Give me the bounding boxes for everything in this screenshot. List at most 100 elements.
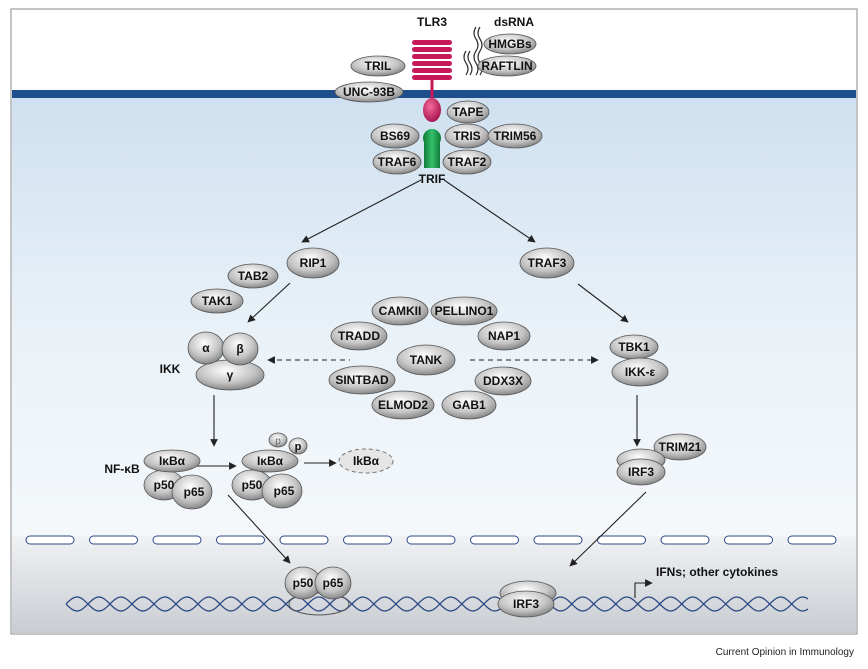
nfkb-label: NF-κB	[104, 462, 140, 476]
protein-tape-label: TAPE	[452, 105, 483, 119]
figure-source: Current Opinion in Immunology	[715, 647, 854, 658]
protein-raftlin-label: RAFTLIN	[481, 59, 532, 73]
protein-elmod2-oval	[371, 390, 435, 420]
protein-tril: TRIL	[350, 55, 406, 77]
nuclear-pore-segment	[597, 535, 646, 545]
protein-nap1-oval	[477, 321, 531, 351]
protein-tradd-oval	[330, 321, 388, 351]
protein-hmgbs-label: HMGBs	[488, 37, 532, 51]
phospho-nfkb-complex: p p IκBα p50 p65	[231, 432, 308, 509]
tlr3-ectodomain-segment	[412, 40, 452, 45]
protein-elmod2: ELMOD2	[371, 390, 435, 420]
protein-elmod2-label: ELMOD2	[378, 398, 428, 412]
signal-arrows	[196, 179, 653, 598]
protein-rip1-label: RIP1	[300, 256, 327, 270]
protein-ikke: IKK-ε	[611, 357, 669, 387]
protein-traf2-oval	[442, 149, 492, 175]
nuclear-irf3: IRF3	[497, 580, 557, 618]
ikk-label: IKK	[160, 362, 181, 376]
plasma-membrane	[12, 90, 856, 98]
protein-rip1: RIP1	[286, 247, 340, 279]
protein-nap1-label: NAP1	[488, 329, 520, 343]
phospho-ghost-label: p	[275, 436, 281, 447]
ikk-complex: α β γ	[187, 331, 265, 391]
protein-tbk1-label: TBK1	[618, 340, 650, 354]
irf3-label: IRF3	[628, 465, 654, 479]
protein-pellino1-oval	[430, 296, 498, 326]
protein-trim56-label: TRIM56	[494, 129, 537, 143]
dna-helix	[65, 596, 809, 612]
tlr3-ectodomain-segment	[412, 61, 452, 66]
protein-nap1: NAP1	[477, 321, 531, 351]
nuclear-pore-segment	[787, 535, 837, 545]
tlr3-tir-domain	[423, 98, 441, 122]
protein-gab1: GAB1	[441, 390, 497, 420]
protein-tape: TAPE	[446, 100, 490, 124]
ikba-label: IκBα	[159, 454, 186, 468]
tlr3-ectodomain-segment	[412, 47, 452, 52]
protein-gab1-oval	[441, 390, 497, 420]
nuclear-pore-segment	[152, 535, 202, 545]
protein-tak1-oval	[190, 288, 244, 314]
protein-rip1-oval	[286, 247, 340, 279]
nuclear-pore-segment	[343, 535, 392, 545]
protein-raftlin: RAFTLIN	[477, 55, 537, 77]
protein-tank-oval	[396, 344, 456, 376]
protein-camkii-oval	[371, 296, 429, 326]
protein-tank: TANK	[396, 344, 456, 376]
output-label: IFNs; other cytokines	[656, 565, 778, 579]
nuclear-pore-segment	[25, 535, 75, 545]
nuclear-pore-segment	[533, 535, 583, 545]
protein-traf3-label: TRAF3	[528, 256, 567, 270]
protein-traf3: TRAF3	[519, 247, 575, 279]
protein-trim21-label: TRIM21	[659, 440, 702, 454]
protein-raftlin-oval	[477, 55, 537, 77]
nuclear-pore-segment	[216, 535, 265, 545]
phospho-p65-label: p65	[274, 484, 295, 498]
phospho-p50-label: p50	[242, 478, 263, 492]
protein-tab2-label: TAB2	[238, 269, 269, 283]
dsrna-icon	[463, 26, 483, 76]
protein-tradd: TRADD	[330, 321, 388, 351]
tlr3-label: TLR3	[417, 15, 447, 29]
tlr3-ectodomain-segment	[412, 54, 452, 59]
nuc-irf3-label: IRF3	[513, 597, 539, 611]
nfkb-complex: IκBα p50 p65	[143, 449, 213, 510]
protein-tab2-oval	[227, 263, 279, 289]
protein-bs69-label: BS69	[380, 129, 410, 143]
protein-traf2-label: TRAF2	[448, 155, 487, 169]
protein-tak1: TAK1	[190, 288, 244, 314]
protein-unc93b-label: UNC-93B	[343, 85, 395, 99]
protein-tbk1: TBK1	[609, 334, 659, 360]
protein-traf3-oval	[519, 247, 575, 279]
nuclear-envelope	[25, 535, 837, 545]
protein-unc93b: UNC-93B	[334, 81, 404, 103]
protein-ikke-oval	[611, 357, 669, 387]
protein-ddx3x-oval	[474, 366, 532, 396]
nuclear-pore-segment	[470, 535, 519, 545]
nuclear-pore-segment	[660, 535, 710, 545]
nuc-p50-label: p50	[293, 576, 314, 590]
nuclear-nfkb: p50 p65	[284, 566, 352, 616]
protein-tradd-label: TRADD	[338, 329, 380, 343]
p50-label: p50	[154, 478, 175, 492]
tlr3-ectodomain-segment	[412, 68, 452, 73]
tlr3-receptor	[412, 40, 452, 122]
protein-trim56: TRIM56	[487, 123, 543, 149]
protein-unc93b-oval	[334, 81, 404, 103]
dsrna-label: dsRNA	[494, 15, 534, 29]
protein-pellino1-label: PELLINO1	[435, 304, 494, 318]
protein-tak1-label: TAK1	[202, 294, 233, 308]
nuclear-pore-segment	[406, 535, 456, 545]
protein-ikke-label: IKK-ε	[625, 365, 656, 379]
nuc-p65-label: p65	[323, 576, 344, 590]
protein-tril-oval	[350, 55, 406, 77]
protein-hmgbs: HMGBs	[483, 33, 537, 55]
protein-trim21-oval	[653, 433, 707, 461]
p65-label: p65	[184, 485, 205, 499]
nuclear-pore-segment	[89, 535, 138, 545]
protein-tris-label: TRIS	[453, 129, 480, 143]
trif-label: TRIF	[419, 172, 446, 186]
